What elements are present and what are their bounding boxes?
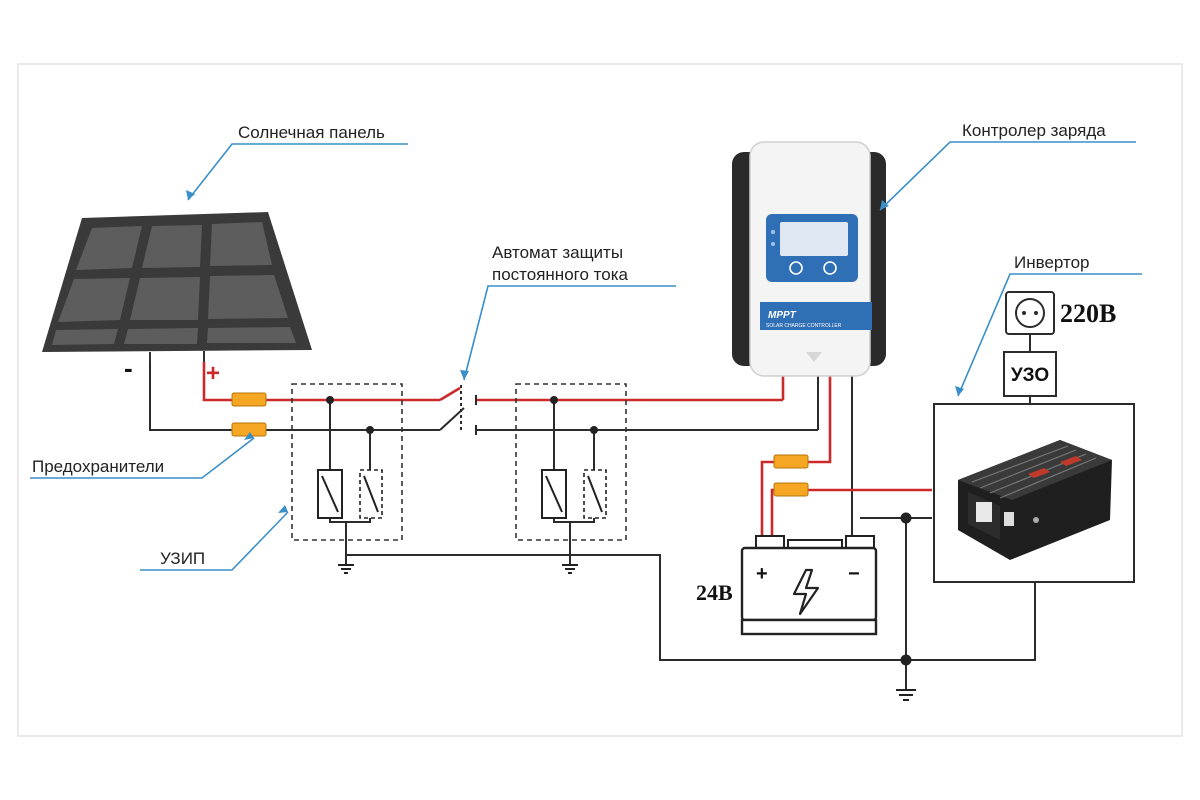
- battery-minus-sign: −: [848, 563, 860, 585]
- inverter-label: Инвертор: [1014, 253, 1090, 272]
- battery-bolt-icon: [740, 535, 878, 636]
- callout-lines: [30, 141, 1142, 571]
- battery-plus-sign: +: [756, 563, 768, 585]
- junction-dots: [326, 396, 912, 666]
- rcd-label: УЗО: [1011, 365, 1049, 386]
- spd-label: УЗИП: [160, 549, 205, 568]
- panel-minus-sign: -: [124, 353, 133, 383]
- negative-wires: [149, 334, 1036, 690]
- charge-controller-label: Контролер заряда: [962, 121, 1106, 140]
- controller-subtitle: SOLAR CHARGE CONTROLLER: [766, 323, 842, 329]
- controller-brand: MPPT: [768, 310, 797, 321]
- positive-wires: [202, 362, 932, 542]
- spd-module-2: [515, 383, 627, 541]
- solar-panel: [42, 212, 312, 362]
- image-frame: [17, 63, 1183, 737]
- dc-breaker-label-line1: Автомат защиты: [492, 243, 623, 262]
- fuses: [231, 392, 809, 497]
- charge-controller: [732, 141, 886, 377]
- output-voltage-label: 220В: [1060, 299, 1116, 328]
- solar-panel-label: Солнечная панель: [238, 123, 385, 142]
- battery-voltage-label: 24В: [696, 580, 733, 605]
- panel-plus-sign: +: [206, 360, 220, 387]
- spd-module-1: [291, 383, 403, 541]
- callout-arrowheads: [186, 190, 964, 513]
- ground-symbol-icon: [338, 564, 916, 701]
- rcd-box: [1003, 351, 1057, 397]
- dc-breaker: [460, 385, 477, 435]
- inverter: [933, 403, 1135, 583]
- fuses-label: Предохранители: [32, 457, 164, 476]
- power-socket-icon: [1005, 291, 1055, 335]
- dc-breaker-label-line2: постоянного тока: [492, 265, 629, 284]
